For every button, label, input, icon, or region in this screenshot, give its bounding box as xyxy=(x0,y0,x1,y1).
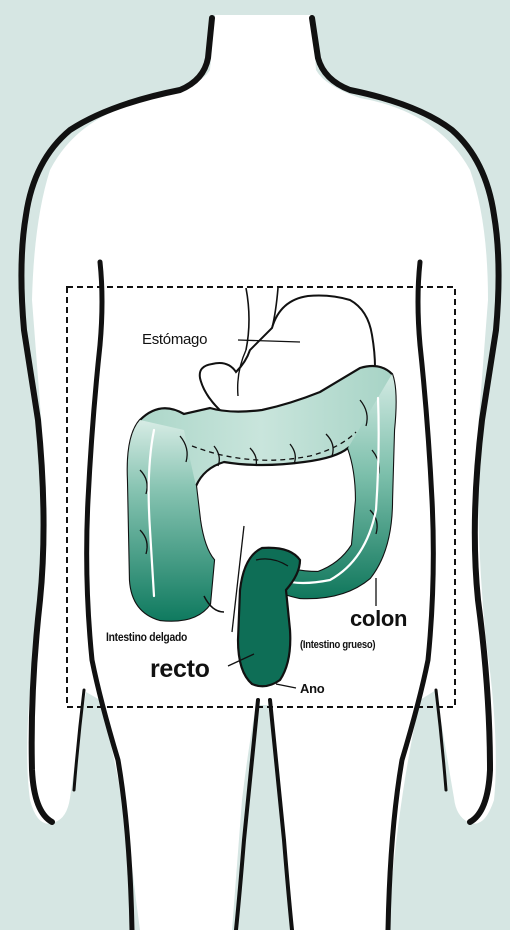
label-recto: recto xyxy=(150,655,210,684)
label-estomago: Estómago xyxy=(142,331,207,348)
body-fill xyxy=(27,15,496,930)
body-silhouette xyxy=(21,15,498,930)
label-ano: Ano xyxy=(300,681,324,696)
label-intestino-delgado: Intestino delgado xyxy=(106,630,187,644)
label-colon: colon xyxy=(350,606,407,632)
label-colon-subtitle: (Intestino grueso) xyxy=(300,639,375,651)
